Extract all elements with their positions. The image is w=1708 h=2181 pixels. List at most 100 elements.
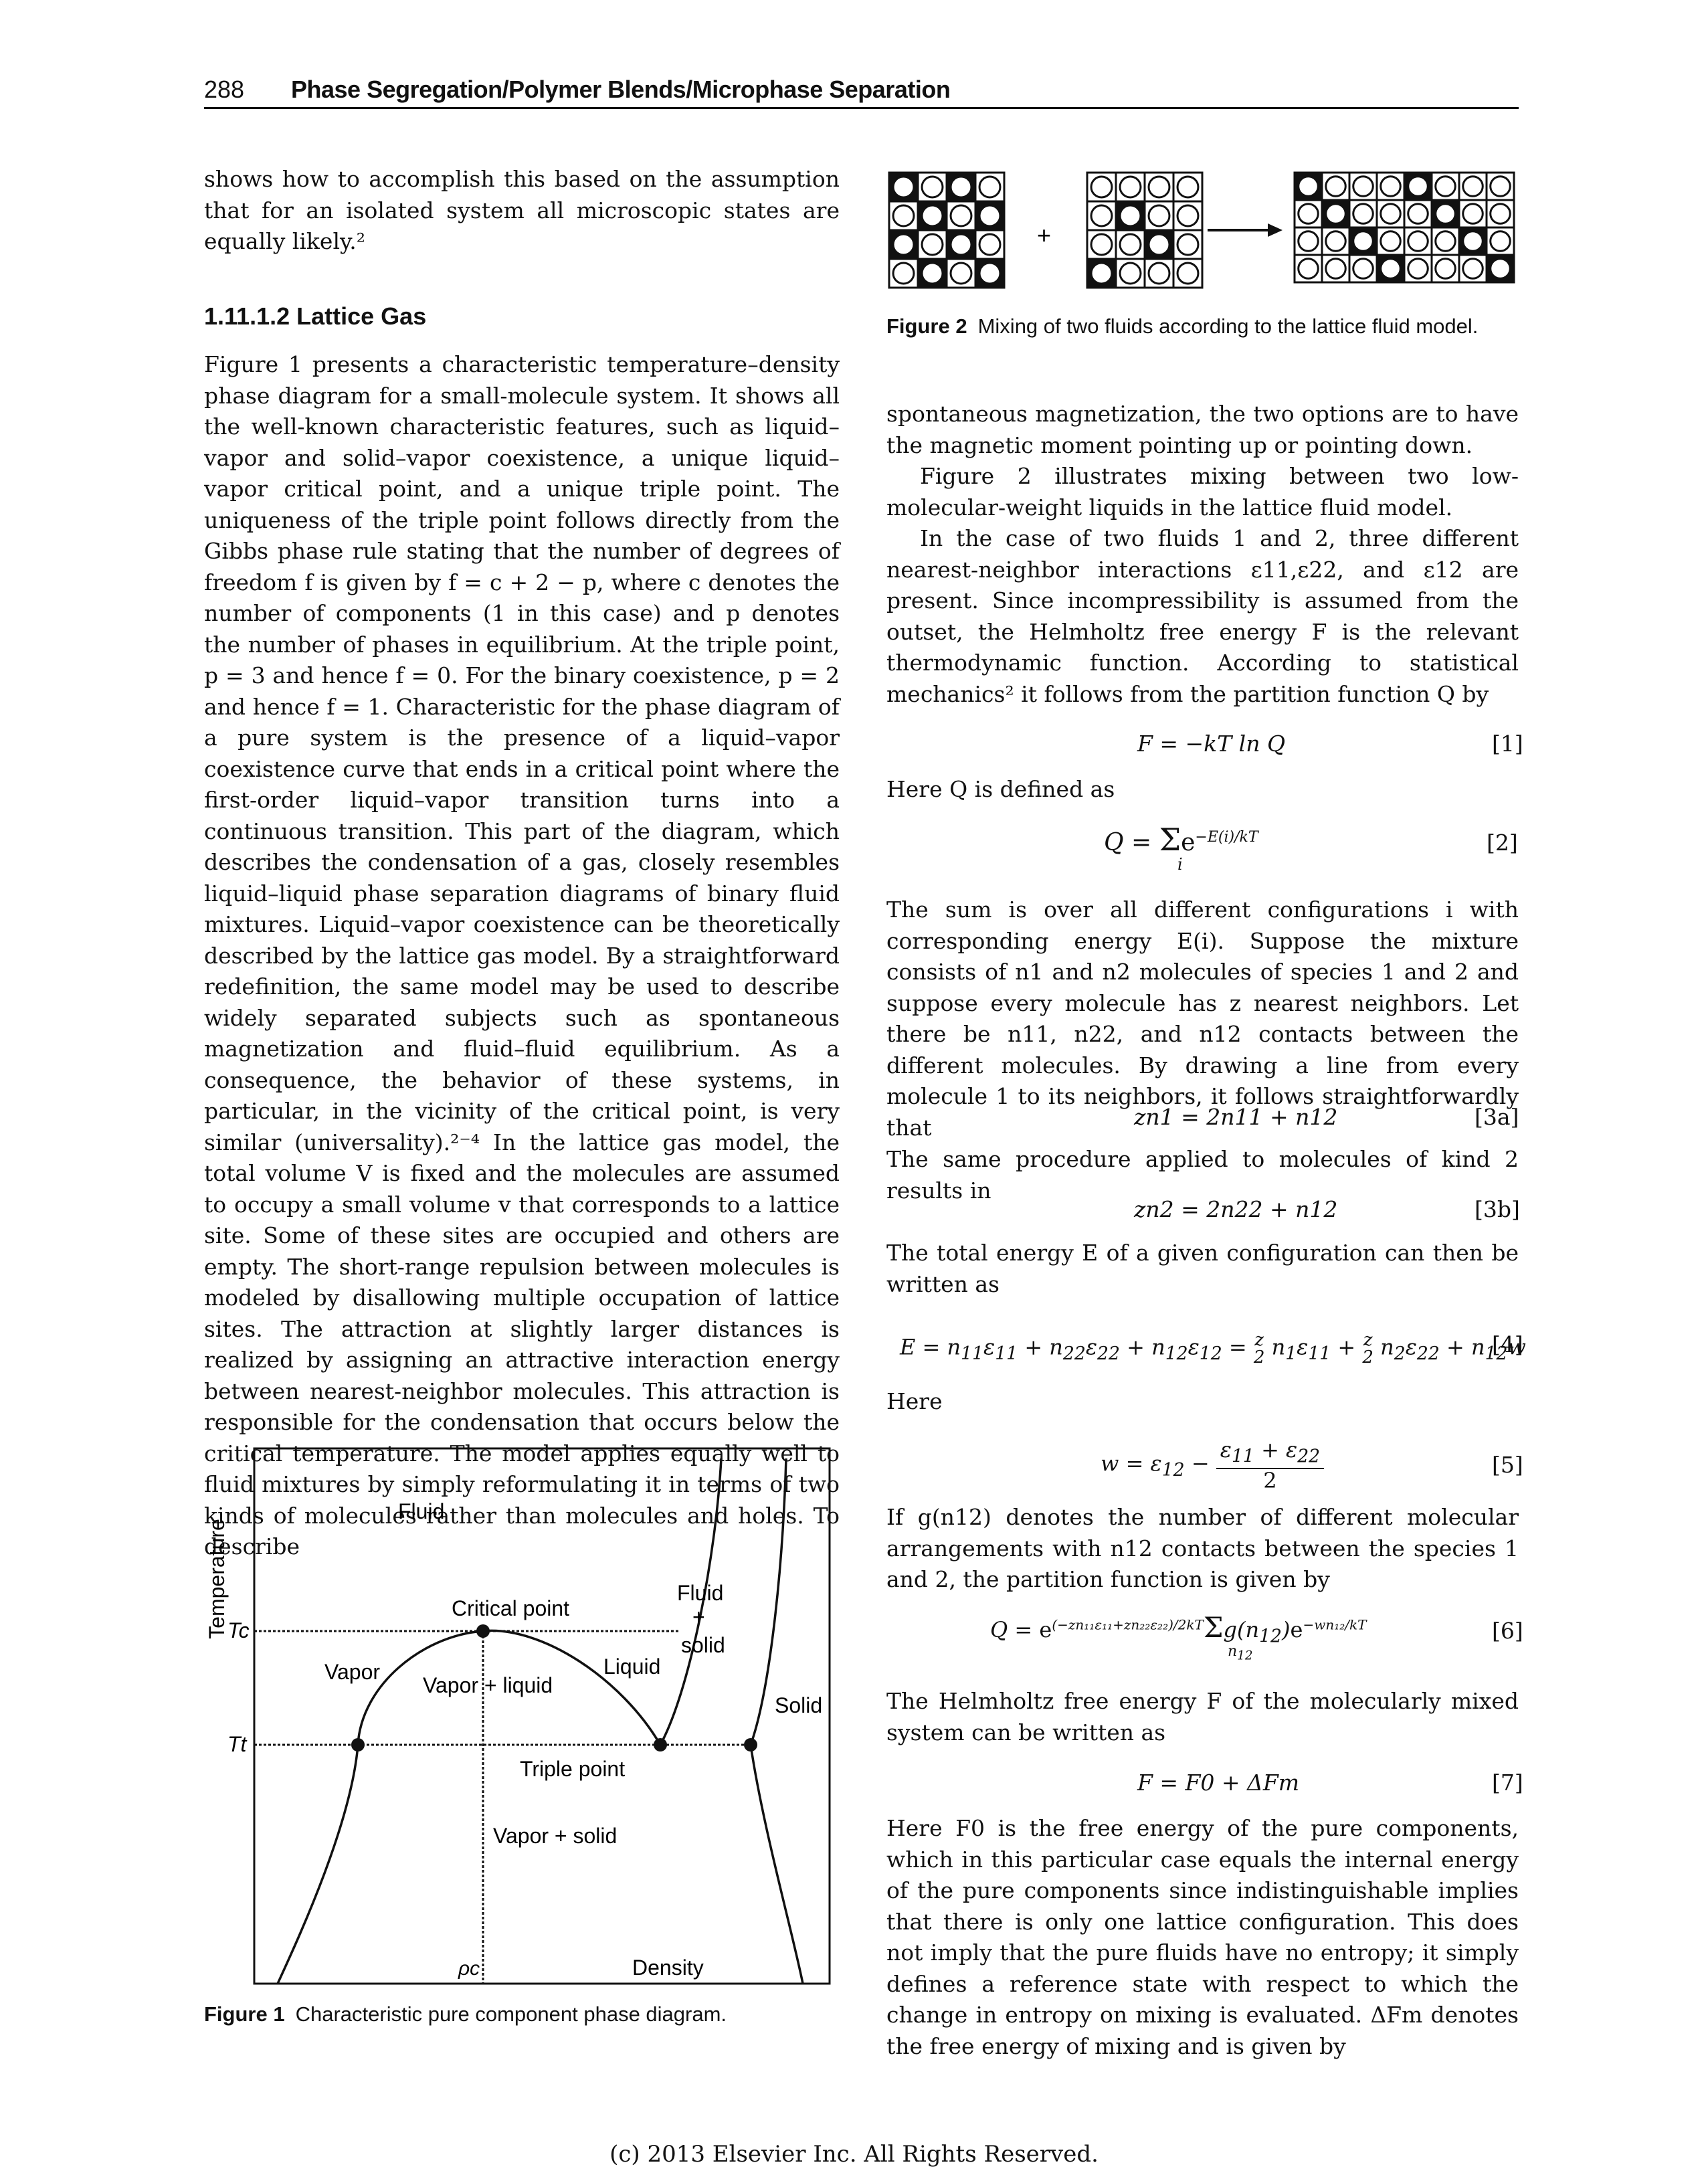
right-paragraph-4: The sum is over all different configurat… [886, 896, 1519, 1141]
lattice-molecule [1380, 175, 1402, 197]
mixing-arrow-head [1268, 223, 1283, 237]
left-intro-paragraph: shows how to accomplish this based on th… [204, 166, 840, 254]
sublimation-curve-solid-side [749, 1744, 804, 1984]
lattice-molecule [1090, 233, 1113, 256]
equation-7: F = F0 + ΔFm [1137, 1770, 1300, 1796]
lattice-molecule [1352, 258, 1374, 280]
region-vapor-liquid: Vapor + liquid [423, 1673, 553, 1697]
left-body-paragraph: Figure 1 presents a characteristic tempe… [204, 351, 840, 1559]
lattice-molecule [892, 175, 915, 199]
melting-curve-fluid-side [659, 1458, 723, 1745]
lattice-molecule [1147, 233, 1171, 256]
equation-1: F = −kT ln Q [1137, 731, 1286, 757]
text-helmholtz-mixed: The Helmholtz free energy F of the molec… [886, 1688, 1519, 1745]
lattice-molecule [1176, 204, 1200, 227]
lattice-molecule [1462, 230, 1484, 252]
tick-rhoc: ρc [458, 1958, 480, 1980]
plus-sign: + [1037, 221, 1051, 249]
lattice-molecule [1489, 175, 1511, 197]
lattice-molecule [1297, 203, 1319, 225]
lattice-molecule [949, 233, 973, 256]
lattice-molecule [1119, 262, 1142, 285]
lattice-molecule [1090, 204, 1113, 227]
lattice-molecule [921, 204, 944, 227]
label-triple-point: Triple point [520, 1757, 625, 1781]
lattice-molecule [1147, 175, 1171, 199]
critical-point-marker [476, 1624, 490, 1638]
lattice-molecule [978, 233, 1002, 256]
right-paragraph-3: In the case of two fluids 1 and 2, three… [886, 525, 1519, 707]
lattice-molecule [1380, 258, 1402, 280]
tick-tc: Tc [227, 1618, 250, 1642]
lattice-molecule [1297, 230, 1319, 252]
lattice-molecule [978, 262, 1002, 285]
copyright-footer: (c) 2013 Elsevier Inc. All Rights Reserv… [609, 2141, 1099, 2168]
equation-6-number: [6] [1492, 1618, 1523, 1644]
equation-3a: zn1 = 2n11 + n12 [1134, 1104, 1338, 1130]
right-paragraph-1: spontaneous magnetization, the two optio… [886, 401, 1519, 458]
lattice-molecule [1297, 258, 1319, 280]
equation-6: Q = e(−zn₁₁ε₁₁+zn₂₂ε₂₂)/2kTΣg(n12)e−wn₁₂… [990, 1611, 1367, 1663]
liquid-boundary-curve [482, 1629, 662, 1745]
figure-2-lattice-mixing: + [888, 171, 1515, 289]
lattice-molecule [978, 175, 1002, 199]
text-q-defined: Here Q is defined as [886, 776, 1115, 802]
running-title: Phase Segregation/Polymer Blends/Microph… [291, 76, 951, 103]
equation-2-number: [2] [1487, 830, 1518, 856]
lattice-molecule [949, 204, 973, 227]
lattice-molecule [921, 233, 944, 256]
lattice-molecule [1352, 175, 1374, 197]
equation-3a-number: [3a] [1475, 1104, 1519, 1130]
lattice-molecule [1407, 203, 1429, 225]
lattice-molecule [1489, 258, 1511, 280]
region-fluid-solid-3: solid [681, 1633, 725, 1657]
lattice-molecule [1462, 258, 1484, 280]
region-fluid-solid-1: Fluid [677, 1581, 723, 1605]
equation-4-number: [4] [1492, 1331, 1523, 1357]
lattice-molecule [921, 175, 944, 199]
region-vapor: Vapor [324, 1660, 380, 1684]
equation-1-number: [1] [1492, 731, 1523, 757]
page-number: 288 [204, 76, 245, 103]
lattice-fluid-1 [888, 171, 1006, 289]
equation-3b: zn2 = 2n22 + n12 [1134, 1196, 1338, 1222]
lattice-molecule [1407, 230, 1429, 252]
region-liquid: Liquid [603, 1654, 660, 1679]
equation-5-number: [5] [1492, 1452, 1523, 1478]
lattice-molecule [1176, 262, 1200, 285]
lattice-molecule [892, 233, 915, 256]
figure-1-phase-diagram: Temperature Tc Tt ρc Density Fluid Criti… [205, 1447, 831, 1985]
lattice-molecule [1434, 175, 1456, 197]
lattice-molecule [892, 204, 915, 227]
lattice-mixture [1293, 171, 1515, 284]
section-heading: 1.11.1.2 Lattice Gas [204, 302, 427, 330]
lattice-molecule [1090, 175, 1113, 199]
lattice-molecule [1489, 203, 1511, 225]
lattice-molecule [1176, 233, 1200, 256]
lattice-molecule [1434, 203, 1456, 225]
lattice-molecule [1325, 230, 1347, 252]
lattice-molecule [1147, 204, 1171, 227]
lattice-molecule [1407, 258, 1429, 280]
right-paragraph-2: Figure 2 illustrates mixing between two … [886, 463, 1519, 520]
header-rule [204, 107, 1519, 109]
lattice-molecule [1176, 175, 1200, 199]
region-fluid-solid-2: + [692, 1605, 705, 1629]
lattice-molecule [1119, 175, 1142, 199]
lattice-molecule [1119, 204, 1142, 227]
y-axis-label: Temperature [205, 1519, 229, 1639]
lattice-molecule [1489, 230, 1511, 252]
lattice-molecule [921, 262, 944, 285]
text-procedure-2: The same procedure applied to molecules … [886, 1146, 1519, 1204]
triple-point-vapor-marker [351, 1738, 365, 1751]
lattice-molecule [1434, 258, 1456, 280]
tick-tt: Tt [227, 1732, 248, 1756]
equation-2: Q = Σe−E(i)/kT i [1104, 822, 1258, 874]
lattice-molecule [892, 262, 915, 285]
region-solid: Solid [775, 1693, 822, 1717]
right-paragraph-5: If g(n12) denotes the number of differen… [886, 1504, 1519, 1592]
triple-point-liquid-marker [654, 1738, 667, 1751]
equation-3b-number: [3b] [1475, 1196, 1520, 1222]
lattice-molecule [949, 175, 973, 199]
